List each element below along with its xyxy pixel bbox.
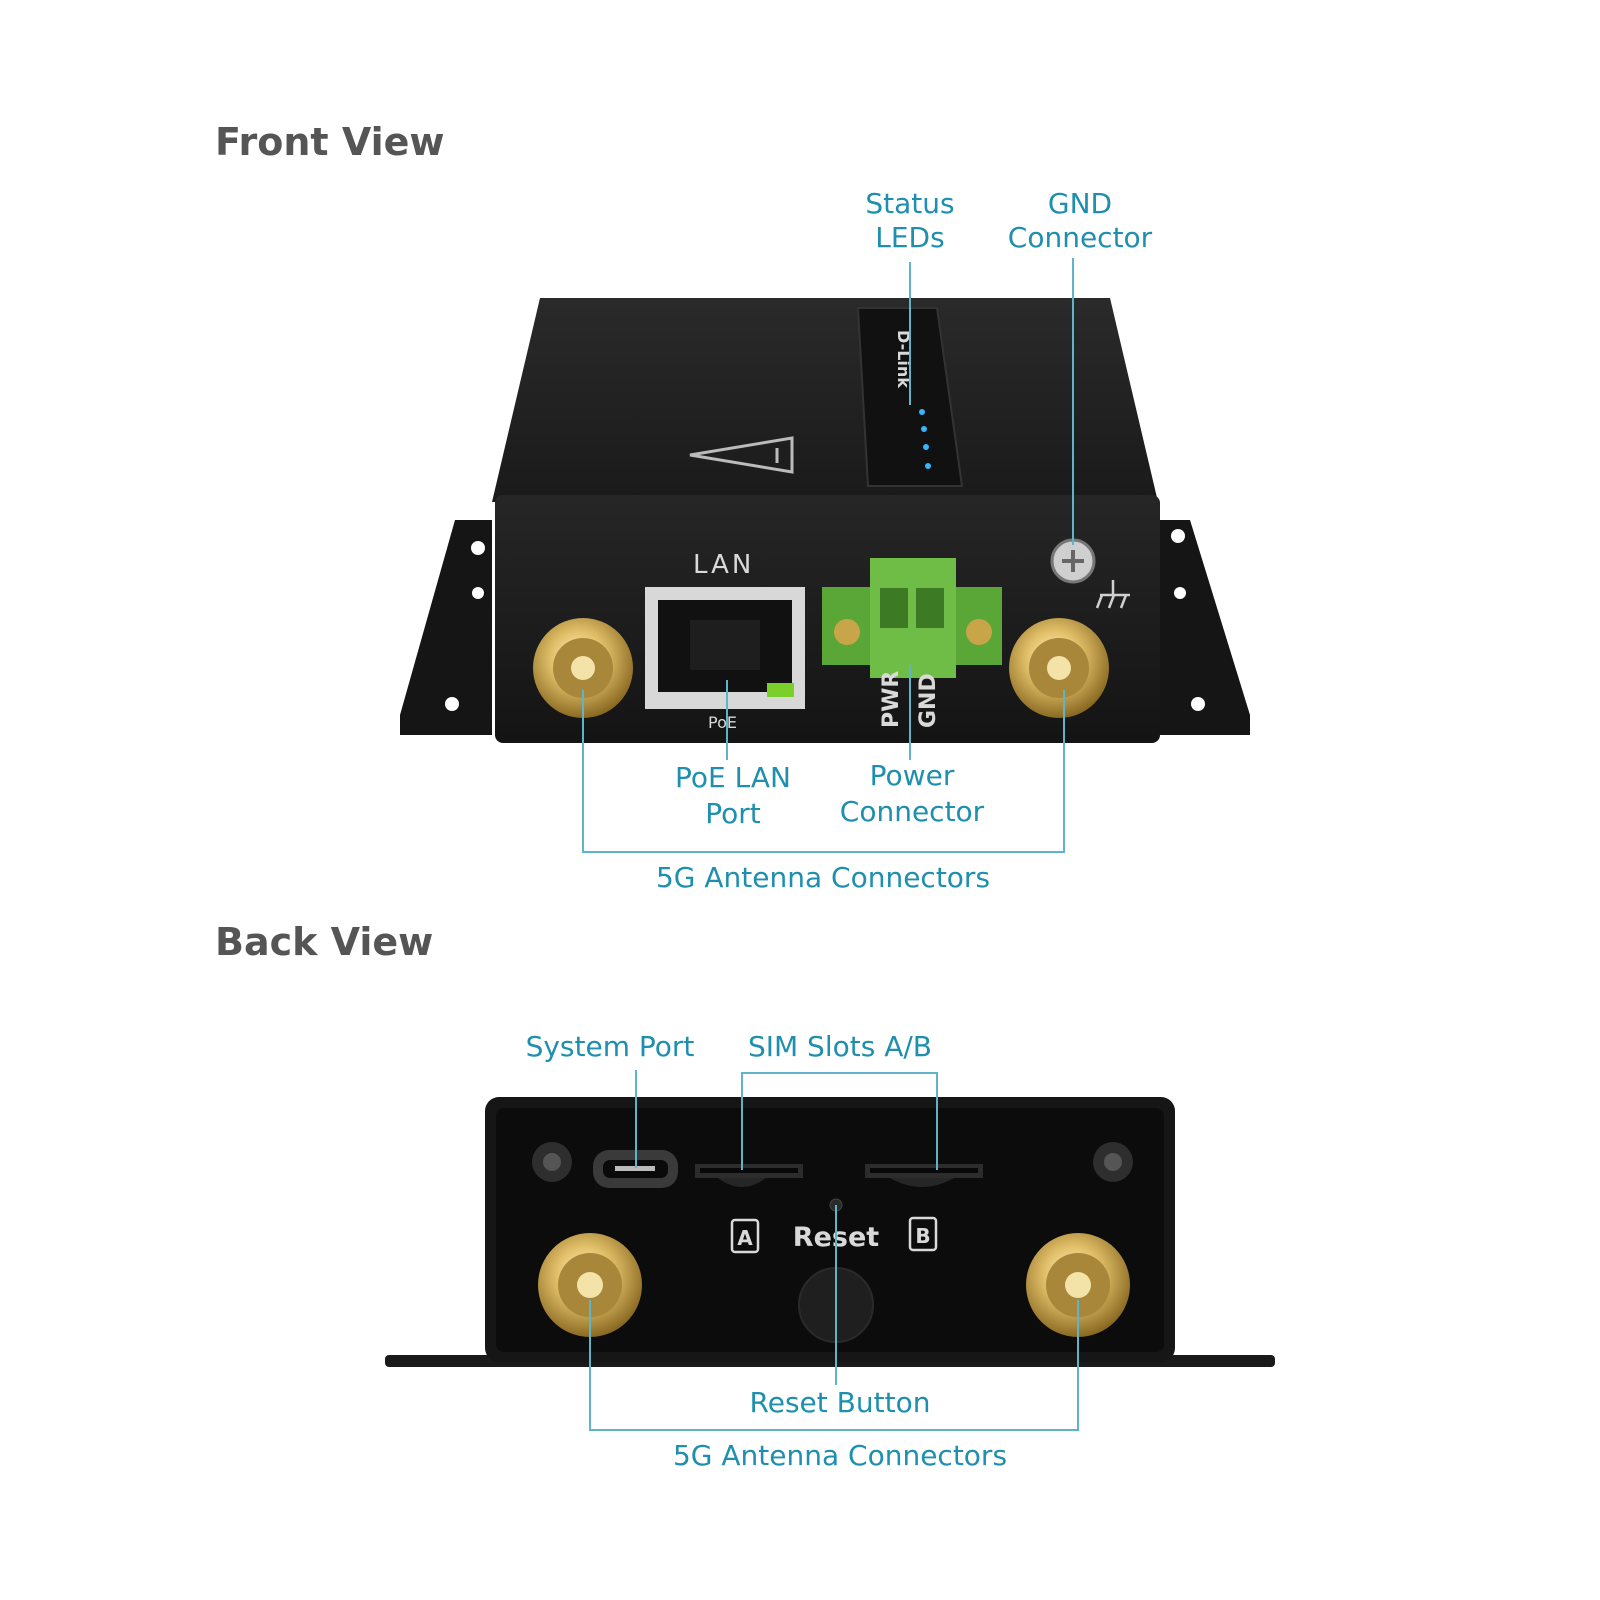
status-led-1 bbox=[919, 409, 925, 415]
sim-a-icon bbox=[730, 1218, 760, 1254]
front-antenna-bracket bbox=[582, 690, 1065, 853]
sim-b-icon bbox=[908, 1216, 938, 1252]
status-led-3 bbox=[923, 444, 929, 450]
warning-triangle-icon bbox=[689, 436, 794, 474]
device-top-surface bbox=[492, 298, 1158, 502]
front-view-title: Front View bbox=[215, 120, 444, 164]
pwr-label: PWR bbox=[879, 671, 904, 728]
power-terminal-block: PWR GND bbox=[822, 558, 1002, 728]
status-leds-callout-line2: LEDs bbox=[875, 221, 944, 254]
system-port-callout: System Port bbox=[526, 1030, 695, 1063]
back-antenna-callout: 5G Antenna Connectors bbox=[673, 1439, 1007, 1472]
front-antenna-left bbox=[533, 618, 633, 718]
gnd-label: GND bbox=[916, 673, 941, 728]
ground-symbol-icon bbox=[1095, 580, 1130, 609]
system-port bbox=[593, 1150, 678, 1188]
poe-lan-callout-line2: Port bbox=[705, 797, 761, 830]
sim-slots-callout: SIM Slots A/B bbox=[748, 1030, 932, 1063]
back-antenna-right bbox=[1026, 1233, 1130, 1337]
gnd-connector-callout-line2: Connector bbox=[1008, 221, 1153, 254]
poe-label: PoE bbox=[708, 713, 737, 732]
back-device: A B Reset bbox=[385, 1097, 1275, 1367]
front-device: D-Link LAN PoE PWR GND bbox=[400, 298, 1250, 743]
power-connector-callout-line2: Connector bbox=[840, 795, 985, 828]
lan-label: LAN bbox=[693, 550, 754, 580]
sim-a-label: A bbox=[737, 1226, 753, 1250]
poe-lan-port: PoE bbox=[645, 587, 805, 732]
sim-b-label: B bbox=[915, 1224, 930, 1248]
status-led-2 bbox=[921, 426, 927, 432]
front-antenna-right bbox=[1009, 618, 1109, 718]
reset-button-callout: Reset Button bbox=[750, 1386, 931, 1419]
gnd-connector-callout-line1: GND bbox=[1048, 187, 1112, 220]
brand-logo: D-Link bbox=[894, 330, 913, 388]
right-mount-flange bbox=[1150, 520, 1250, 735]
left-mount-flange bbox=[400, 520, 492, 735]
status-leds-callout-line1: Status bbox=[865, 187, 954, 220]
power-connector-callout-line1: Power bbox=[870, 759, 955, 792]
back-antenna-bracket bbox=[589, 1300, 1079, 1431]
sim-slots-bracket bbox=[741, 1072, 938, 1170]
status-led-4 bbox=[925, 463, 931, 469]
front-antenna-callout: 5G Antenna Connectors bbox=[656, 861, 990, 894]
sim-slot-b bbox=[865, 1164, 983, 1187]
sim-slot-a bbox=[695, 1164, 803, 1187]
back-antenna-left bbox=[538, 1233, 642, 1337]
back-view-title: Back View bbox=[215, 920, 433, 964]
poe-lan-callout-line1: PoE LAN bbox=[675, 761, 791, 794]
